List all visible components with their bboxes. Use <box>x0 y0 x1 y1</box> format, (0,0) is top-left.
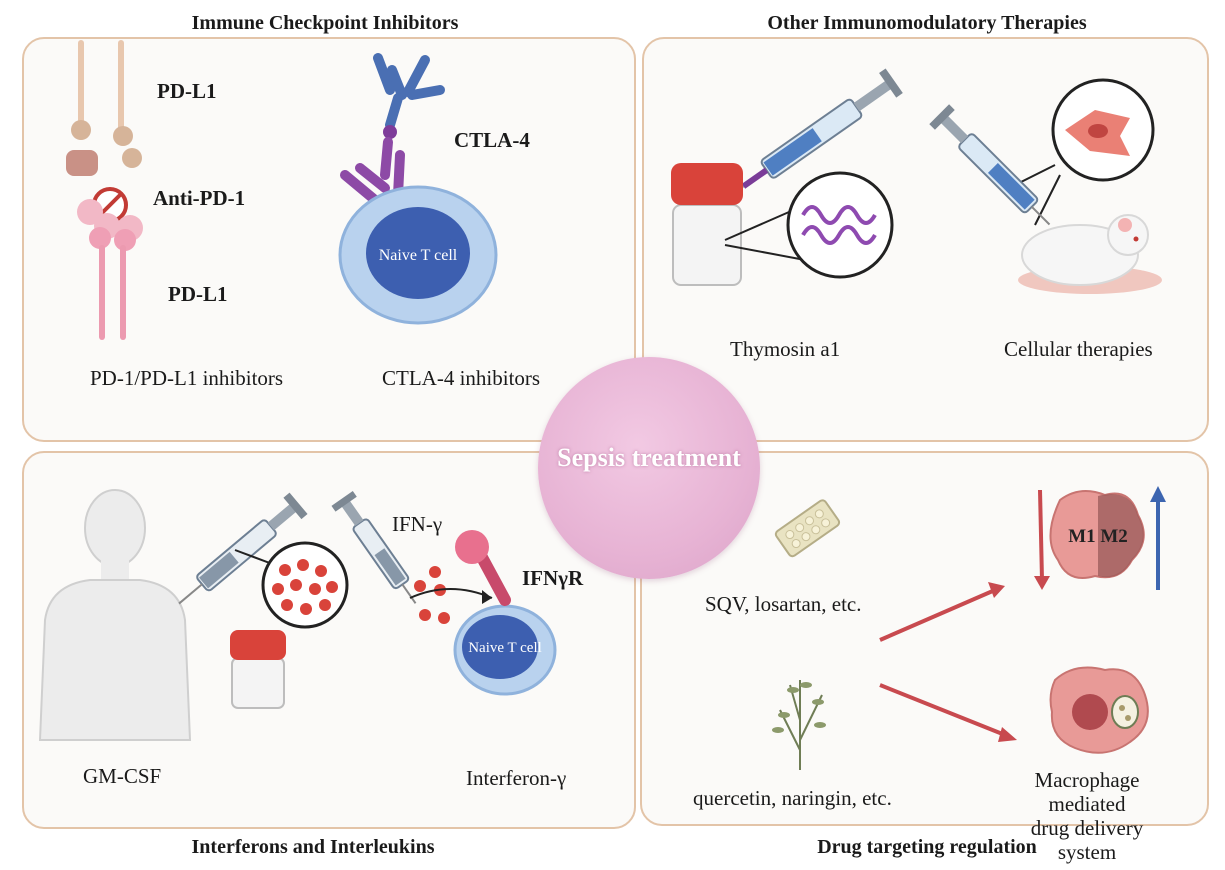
pd1-receptor-illustration <box>66 40 143 340</box>
label-ifn-receptor: IFNγR <box>522 566 584 590</box>
gmcsf-syringe-illustration <box>178 492 349 629</box>
heading-drug-targeting-regulation: Drug targeting regulation <box>817 836 1037 858</box>
interferon-tcell-illustration: Naive T cell <box>331 491 557 696</box>
caption-pd1-inhibitors: PD-1/PD-L1 inhibitors <box>90 366 284 390</box>
label-interferon-gamma: Interferon-γ <box>466 766 567 790</box>
label-ctla4: CTLA-4 <box>454 128 530 152</box>
cellular-therapy-illustration <box>929 78 1162 294</box>
label-gmcsf: GM-CSF <box>83 764 162 788</box>
label-quercetin: quercetin, naringin, etc. <box>693 786 892 810</box>
sepsis-treatment-label: Sepsis treatment <box>557 443 741 472</box>
label-pdl1-top: PD-L1 <box>157 79 217 103</box>
tcell-label-ifn: Naive T cell <box>468 640 542 656</box>
label-macrophage-line2: drug delivery system <box>1030 816 1144 864</box>
label-anti-pd1: Anti-PD-1 <box>153 186 246 210</box>
ctla4-antibody-tcell-illustration: Naive T cell <box>338 53 498 325</box>
label-cellular-therapies: Cellular therapies <box>1004 337 1153 361</box>
gmcsf-bottle-illustration <box>230 630 286 709</box>
label-m1m2: M1 M2 <box>1068 526 1128 547</box>
tcell-label-ctla4: Naive T cell <box>379 247 458 264</box>
caption-ctla4-inhibitors: CTLA-4 inhibitors <box>382 366 541 390</box>
drug-targeting-illustration: M1 M2 <box>772 486 1166 770</box>
label-ifn-gamma: IFN-γ <box>392 512 443 536</box>
label-sqv-losartan: SQV, losartan, etc. <box>705 592 862 616</box>
label-pdl1-bottom: PD-L1 <box>168 282 228 306</box>
heading-immune-checkpoint-inhibitors: Immune Checkpoint Inhibitors <box>191 12 459 34</box>
human-figure-illustration <box>38 489 192 741</box>
label-macrophage-line1: Macrophage mediated <box>1034 768 1140 816</box>
thymosin-illustration <box>671 68 903 286</box>
heading-interferons-and-interleukins: Interferons and Interleukins <box>191 836 435 858</box>
heading-other-immunomodulatory-therapies: Other Immunomodulatory Therapies <box>767 12 1087 34</box>
label-macrophage-delivery: Macrophage mediated drug delivery system <box>1018 768 1156 864</box>
label-thymosin: Thymosin a1 <box>730 337 841 361</box>
sepsis-treatment-circle <box>538 357 760 579</box>
